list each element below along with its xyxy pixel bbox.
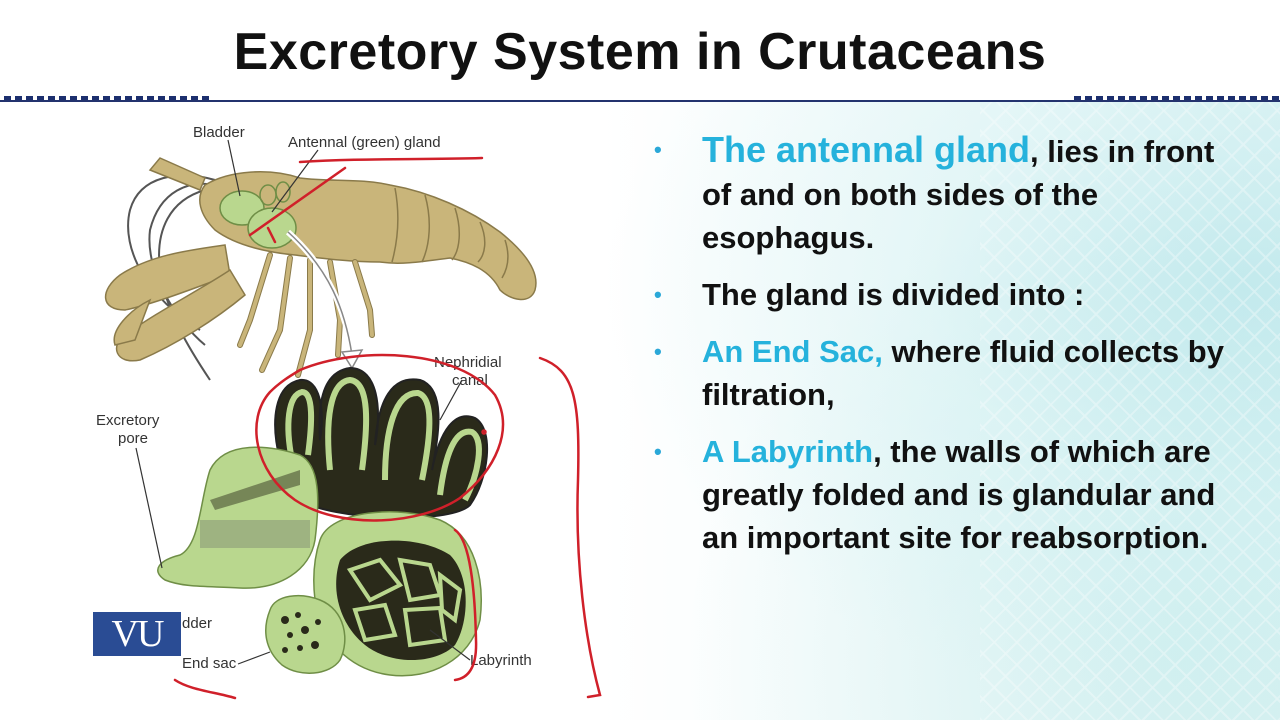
bladder-duct bbox=[210, 470, 300, 510]
bullet-list: • The antennal gland, lies in front of an… bbox=[650, 128, 1250, 573]
labyrinth bbox=[313, 511, 482, 677]
bullet-dot-icon: • bbox=[654, 282, 662, 307]
bullet-item: • The gland is divided into : bbox=[650, 273, 1250, 316]
annotation-underline-endsac bbox=[173, 678, 237, 700]
crayfish-legs-fill bbox=[238, 253, 374, 377]
bullet-dot-icon: • bbox=[654, 439, 662, 464]
antennule bbox=[148, 157, 206, 191]
bullet-text: where fluid collects by filtration, bbox=[702, 334, 1224, 412]
annotation-bracket-right bbox=[538, 356, 602, 699]
bullet-text: , the walls of which are greatly folded … bbox=[702, 434, 1216, 555]
red-annotations bbox=[173, 156, 602, 700]
label-nephridial-canal-line2: canal bbox=[452, 372, 488, 389]
bullet-item: • The antennal gland, lies in front of an… bbox=[650, 128, 1250, 259]
gland-detail-2 bbox=[275, 181, 291, 203]
annotation-underline-gland bbox=[298, 156, 484, 164]
label-bladder-top: Bladder bbox=[193, 124, 245, 141]
bullet-highlight: An End Sac, bbox=[702, 334, 883, 369]
slide-title: Excretory System in Crutaceans bbox=[233, 23, 1047, 81]
crayfish-claws bbox=[104, 244, 246, 362]
end-sac bbox=[265, 594, 346, 674]
label-excretory-pore-line2: pore bbox=[118, 430, 148, 447]
antennal-gland-small bbox=[247, 207, 297, 249]
vu-logo: VU bbox=[93, 612, 181, 656]
background-mesh bbox=[980, 100, 1280, 720]
background-gradient bbox=[600, 100, 1280, 720]
bladder-large bbox=[157, 446, 319, 589]
bullet-highlight: The antennal gland bbox=[702, 129, 1031, 170]
label-end-sac: End sac bbox=[182, 655, 237, 672]
bladder-shading bbox=[200, 520, 310, 548]
annotation-dot bbox=[481, 429, 487, 435]
bullet-item: • An End Sac, where fluid collects by fil… bbox=[650, 330, 1250, 416]
title-rule bbox=[0, 100, 1280, 102]
crustacean-excretory-diagram: Bladder Antennal (green) gland Nephridia… bbox=[96, 124, 602, 700]
crayfish-body bbox=[199, 171, 537, 301]
zoom-arrow bbox=[287, 231, 353, 356]
bullet-dot-icon: • bbox=[654, 137, 662, 162]
nephridial-canal bbox=[274, 366, 489, 519]
title-divider-right bbox=[1074, 96, 1280, 102]
annotation-bracket-labyrinth bbox=[453, 528, 478, 682]
bullet-text: , lies in front of and on both sides of … bbox=[702, 134, 1215, 255]
annotation-tick bbox=[266, 226, 277, 244]
bullet-item: • A Labyrinth, the walls of which are gre… bbox=[650, 430, 1250, 559]
title-divider-left bbox=[4, 96, 210, 102]
bullet-dot-icon: • bbox=[654, 339, 662, 364]
label-antennal-gland: Antennal (green) gland bbox=[288, 134, 441, 151]
label-excretory-pore-line1: Excretory bbox=[96, 412, 160, 429]
bullet-highlight: A Labyrinth bbox=[702, 434, 874, 469]
label-labyrinth: Labyrinth bbox=[470, 652, 532, 669]
bullet-text: The gland is divided into : bbox=[702, 277, 1085, 312]
annotation-pointer-line bbox=[248, 166, 347, 237]
label-bladder-bottom: dder bbox=[182, 615, 212, 632]
abdomen-segments bbox=[391, 187, 509, 279]
annotation-circle-nephridial bbox=[255, 353, 505, 522]
zoom-arrowhead bbox=[340, 349, 364, 370]
